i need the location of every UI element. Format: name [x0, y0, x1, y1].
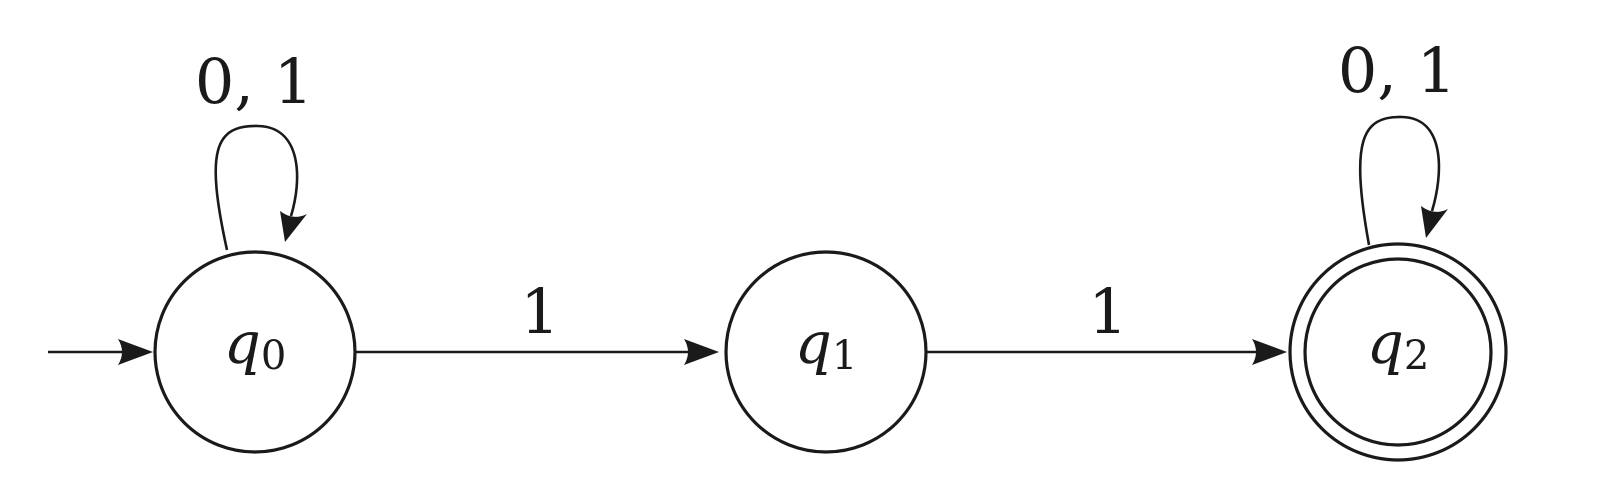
state-q1-label: q1 [795, 309, 858, 379]
self-loop-q0: 0, 1 [195, 45, 313, 251]
self-loop-q2-label: 0, 1 [1338, 34, 1456, 107]
transition-q1-q2: 1 [927, 275, 1287, 365]
state-q0: q0 [153, 250, 357, 454]
state-q2: q2 [1288, 242, 1508, 462]
state-q1: q1 [724, 250, 928, 454]
transition-q0-q1: 1 [355, 275, 719, 365]
state-q0-label: q0 [224, 309, 287, 379]
self-loop-q2: 0, 1 [1338, 34, 1456, 246]
transition-q0-q1-label: 1 [520, 275, 559, 348]
initial-arrow [48, 339, 153, 365]
self-loop-q0-label: 0, 1 [195, 45, 313, 118]
transition-q1-q2-label: 1 [1088, 275, 1127, 348]
state-q2-label: q2 [1367, 309, 1430, 379]
